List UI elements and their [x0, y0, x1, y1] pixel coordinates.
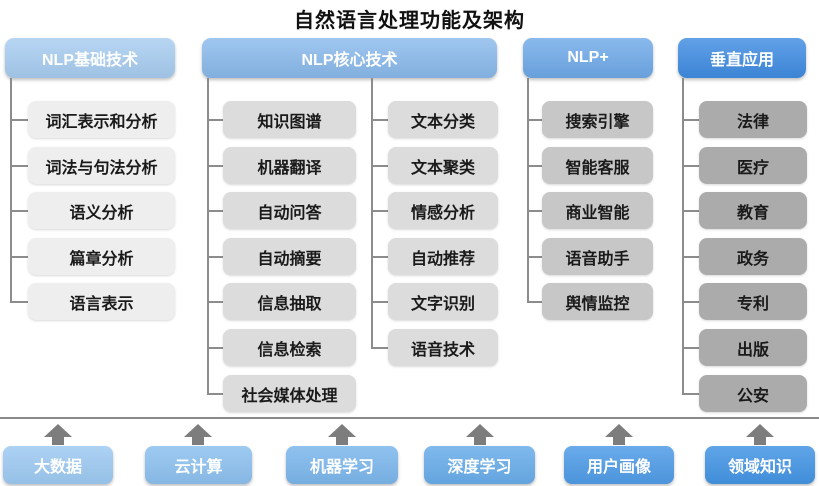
connector-vline-vertical	[682, 78, 684, 394]
foundation-box: 云计算	[145, 446, 252, 484]
diagram-node: 公安	[699, 375, 807, 412]
connector-tick	[10, 301, 28, 303]
up-arrow-icon	[328, 424, 356, 445]
page-title: 自然语言处理功能及架构	[294, 10, 525, 32]
diagram-node: 智能客服	[542, 147, 653, 184]
diagram-node: 政务	[699, 238, 807, 275]
diagram-node: 文本分类	[388, 101, 498, 138]
connector-tick	[682, 165, 699, 167]
connector-tick	[10, 256, 28, 258]
connector-tick	[10, 210, 28, 212]
connector-vline-core-left	[207, 78, 209, 394]
connector-tick	[527, 119, 542, 121]
connector-tick	[371, 165, 388, 167]
connector-vline-nlp-plus	[527, 78, 529, 302]
connector-tick	[682, 119, 699, 121]
diagram-node: 语言表示	[28, 283, 175, 320]
diagram-node: 文本聚类	[388, 147, 498, 184]
diagram-node: 自动摘要	[223, 238, 356, 275]
diagram-node: 自动推荐	[388, 238, 498, 275]
connector-tick	[207, 256, 223, 258]
diagram-node: 情感分析	[388, 192, 498, 229]
up-arrow-icon	[184, 424, 212, 445]
diagram-node: 商业智能	[542, 192, 653, 229]
connector-tick	[207, 165, 223, 167]
column-header-core: NLP核心技术	[202, 38, 497, 78]
diagram-node: 篇章分析	[28, 238, 175, 275]
diagram-node: 信息抽取	[223, 283, 356, 320]
connector-tick	[207, 301, 223, 303]
diagram-node: 教育	[699, 192, 807, 229]
connector-tick	[682, 256, 699, 258]
connector-tick	[682, 347, 699, 349]
diagram-node: 语音技术	[388, 329, 498, 366]
foundation-box: 用户画像	[564, 446, 674, 484]
foundation-box: 机器学习	[286, 446, 398, 484]
connector-tick	[10, 119, 28, 121]
diagram-node: 语音助手	[542, 238, 653, 275]
diagram-node: 自动问答	[223, 192, 356, 229]
connector-tick	[371, 119, 388, 121]
connector-vline-core-right	[371, 78, 373, 348]
up-arrow-icon	[466, 424, 494, 445]
connector-tick	[371, 301, 388, 303]
diagram-node: 搜索引擎	[542, 101, 653, 138]
up-arrow-icon	[746, 424, 774, 445]
diagram-node: 知识图谱	[223, 101, 356, 138]
connector-tick	[207, 119, 223, 121]
connector-tick	[527, 165, 542, 167]
diagram-node: 机器翻译	[223, 147, 356, 184]
column-header-vertical: 垂直应用	[678, 38, 806, 78]
diagram-node: 医疗	[699, 147, 807, 184]
separator-line	[0, 417, 819, 419]
diagram-node: 语义分析	[28, 192, 175, 229]
column-header-basic: NLP基础技术	[5, 38, 175, 78]
connector-tick	[682, 301, 699, 303]
connector-tick	[527, 256, 542, 258]
connector-tick	[207, 210, 223, 212]
diagram-node: 信息检索	[223, 329, 356, 366]
connector-tick	[371, 256, 388, 258]
diagram-node: 舆情监控	[542, 283, 653, 320]
diagram-node: 社会媒体处理	[223, 375, 356, 412]
connector-tick	[682, 393, 699, 395]
foundation-box: 大数据	[3, 446, 113, 484]
diagram-node: 词汇表示和分析	[28, 101, 175, 138]
connector-tick	[10, 165, 28, 167]
connector-tick	[371, 210, 388, 212]
diagram-node: 法律	[699, 101, 807, 138]
connector-vline-basic	[10, 78, 12, 302]
foundation-box: 深度学习	[424, 446, 535, 484]
connector-tick	[527, 210, 542, 212]
up-arrow-icon	[605, 424, 633, 445]
up-arrow-icon	[44, 424, 72, 445]
foundation-box: 领域知识	[705, 446, 815, 484]
diagram-node: 词法与句法分析	[28, 147, 175, 184]
diagram-node: 专利	[699, 283, 807, 320]
connector-tick	[682, 210, 699, 212]
column-header-nlp-plus: NLP+	[523, 38, 653, 78]
diagram-node: 出版	[699, 329, 807, 366]
connector-tick	[371, 347, 388, 349]
connector-tick	[207, 393, 223, 395]
connector-tick	[527, 301, 542, 303]
diagram-node: 文字识别	[388, 283, 498, 320]
connector-tick	[207, 347, 223, 349]
